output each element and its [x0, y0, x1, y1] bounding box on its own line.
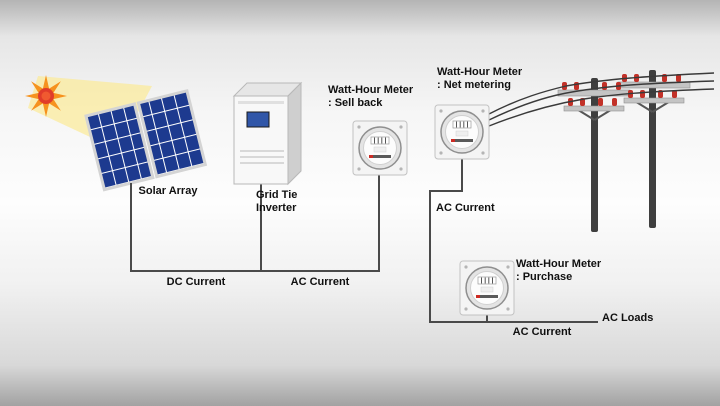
inverter-vent: [240, 150, 284, 152]
crossarms: [557, 81, 691, 112]
inverter-label-line1: Grid Tie: [256, 189, 298, 201]
wire-dc-to-sellback: [130, 175, 380, 272]
inverter-display: [246, 111, 270, 128]
solar-panel-right: [136, 89, 208, 179]
solar-panel-left: [84, 102, 155, 192]
sun-icon: [25, 75, 67, 117]
grid-tie-inverter: [232, 81, 303, 186]
solar-array-label: Solar Array: [138, 185, 198, 197]
dc-current-label: DC Current: [166, 276, 226, 288]
inverter-label-line2: Inverter: [256, 202, 297, 214]
watt-hour-meter-sellback: [352, 120, 408, 176]
ac-current-inverter-label: AC Current: [290, 276, 350, 288]
utility-pole-left: [591, 78, 598, 232]
ac-current-loads-label: AC Current: [512, 326, 572, 338]
ac-current-grid-label: AC Current: [436, 202, 495, 214]
meter-sellback-label-line2: : Sell back: [328, 97, 383, 109]
ac-loads-label: AC Loads: [602, 312, 654, 324]
utility-pole-right: [649, 70, 656, 228]
inverter-front-face: [233, 95, 289, 185]
meter-net-label: Watt-Hour Meter : Net metering: [437, 66, 522, 92]
inverter-trim: [238, 101, 284, 104]
watt-hour-meter-purchase: [459, 260, 515, 316]
meter-purchase-label-line1: Watt-Hour Meter: [516, 258, 602, 270]
meter-net-label-line1: Watt-Hour Meter: [437, 66, 523, 78]
inverter-vent: [240, 156, 284, 158]
solar-array: [84, 89, 208, 192]
meter-purchase-label-line2: : Purchase: [516, 271, 573, 283]
inverter-side-face: [287, 81, 302, 186]
inverter-label: Grid Tie Inverter: [256, 189, 297, 215]
meter-purchase-label: Watt-Hour Meter : Purchase: [516, 258, 601, 284]
watt-hour-meter-net: [434, 104, 490, 160]
sun-core-highlight: [41, 91, 51, 101]
circuit-wires: [130, 159, 598, 323]
utility-poles: [488, 70, 715, 232]
meter-net-label-line2: : Net metering: [437, 79, 511, 91]
inverter-vent: [240, 162, 284, 164]
meter-sellback-label-line1: Watt-Hour Meter: [328, 84, 414, 96]
grid-wires: [488, 72, 715, 127]
meter-sellback-label: Watt-Hour Meter : Sell back: [328, 84, 413, 110]
